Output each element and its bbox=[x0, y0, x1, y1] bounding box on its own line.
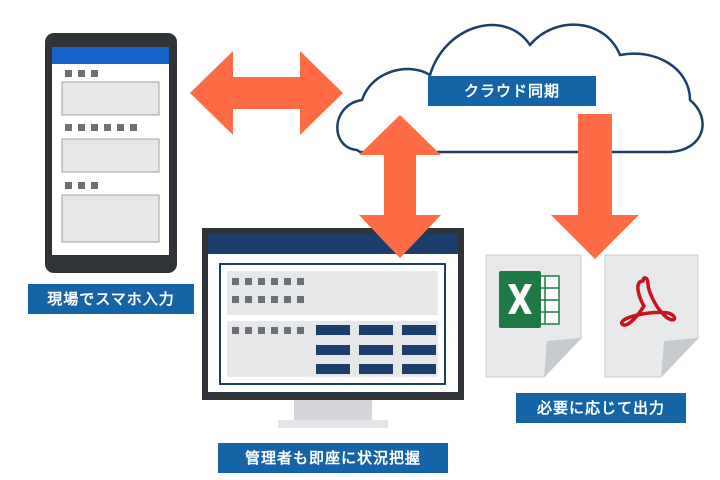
pdf-file-icon bbox=[604, 254, 699, 378]
smartphone-icon bbox=[45, 33, 177, 273]
smartphone-label: 現場でスマホ入力 bbox=[28, 284, 194, 314]
manager-label: 管理者も即座に状況把握 bbox=[218, 443, 448, 473]
excel-file-icon bbox=[485, 254, 582, 378]
output-label: 必要に応じて出力 bbox=[516, 393, 686, 423]
double-arrow-vertical bbox=[359, 115, 441, 258]
cloud-label: クラウド同期 bbox=[428, 76, 596, 106]
monitor-icon bbox=[202, 228, 464, 428]
double-arrow-horizontal bbox=[190, 51, 343, 135]
down-arrow bbox=[551, 114, 639, 259]
